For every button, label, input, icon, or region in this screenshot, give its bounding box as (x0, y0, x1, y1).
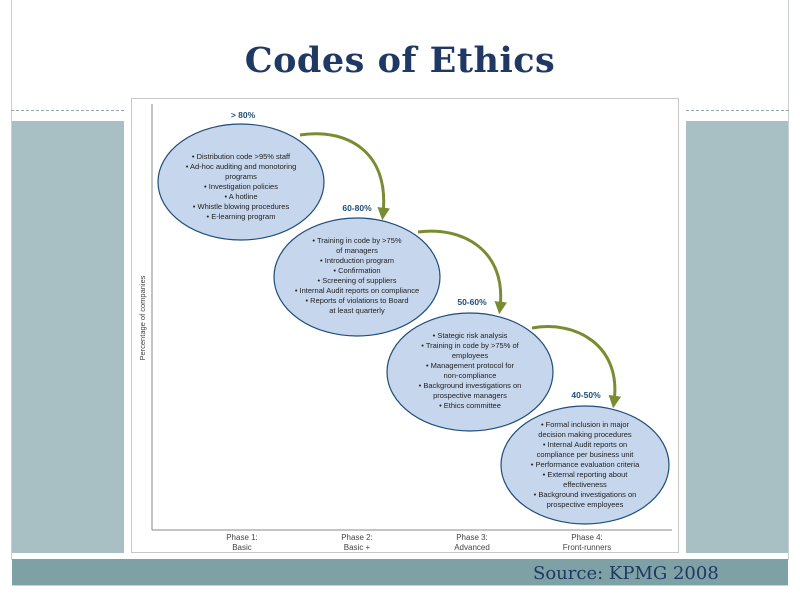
stage-2-percent: 60-80% (342, 203, 372, 213)
y-axis-label: Percentage of companies (138, 275, 147, 360)
left-accent-band (12, 121, 124, 553)
stage-item: • Performance evaluation criteria (531, 460, 640, 469)
phase-4-title: Phase 4: (571, 533, 603, 542)
stage-item: • Ad-hoc auditing and monotoring (186, 162, 297, 171)
slide-title: Codes of Ethics (244, 40, 556, 81)
source-citation: Source: KPMG 2008 (533, 563, 719, 584)
stage-item: • External reporting about (543, 470, 629, 479)
stage-4-percent: 40-50% (571, 390, 601, 400)
stage-item: • Confirmation (333, 266, 380, 275)
phase-4-name: Front-runners (563, 543, 611, 552)
stage-item: • Background investigations on (419, 381, 522, 390)
footer-bar (12, 559, 788, 585)
phase-1-name: Basic (232, 543, 252, 552)
stage-item: prospective employees (547, 500, 624, 509)
stage-item: employees (452, 351, 489, 360)
phase-3-name: Advanced (454, 543, 490, 552)
stage-item: • Internal Audit reports on compliance (295, 286, 419, 295)
stage-item: • Stategic risk analysis (433, 331, 508, 340)
stage-4-ellipse (500, 405, 670, 525)
stage-item: • Training in code by >75% (312, 236, 401, 245)
stage-3-items: • Stategic risk analysis • Training in c… (419, 331, 522, 410)
stage-2-items: • Training in code by >75% of managers •… (295, 236, 419, 315)
stage-item: decision making procedures (538, 430, 632, 439)
stage-item: • Reports of violations to Board (305, 296, 408, 305)
stage-item: • Screening of suppliers (318, 276, 397, 285)
stage-item: • Introduction program (320, 256, 394, 265)
stage-3-ellipse (386, 312, 554, 432)
stage-1-ellipse (157, 123, 325, 241)
diagram-panel-border (131, 98, 679, 553)
progression-arrow-1 (299, 132, 390, 221)
stage-item: at least quarterly (329, 306, 385, 315)
stage-item: non-compliance (444, 371, 497, 380)
stage-4-items: • Formal inclusion in major decision mak… (531, 420, 640, 509)
phase-2-name: Basic + (344, 543, 371, 552)
phase-1-title: Phase 1: (226, 533, 258, 542)
stage-item: • Distribution code >95% staff (192, 152, 291, 161)
stage-item: effectiveness (563, 480, 607, 489)
stage-item: • Formal inclusion in major (541, 420, 630, 429)
stage-item: • Background investigations on (534, 490, 637, 499)
stage-2-ellipse (273, 217, 441, 337)
stage-1-items: • Distribution code >95% staff • Ad-hoc … (186, 152, 297, 221)
stage-item: • Internal Audit reports on (543, 440, 627, 449)
progression-arrow-3 (531, 325, 622, 409)
phase-labels: Phase 1: Basic Phase 2: Basic + Phase 3:… (226, 533, 611, 552)
stage-item: • Ethics committee (439, 401, 501, 410)
stage-item: • Training in code by >75% of (421, 341, 519, 350)
stage-item: programs (225, 172, 257, 181)
stage-3-percent: 50-60% (457, 297, 487, 307)
stage-1-percent: > 80% (231, 110, 256, 120)
stage-item: • Management protocol for (426, 361, 515, 370)
progression-arrow-2 (417, 229, 508, 315)
phase-2-title: Phase 2: (341, 533, 373, 542)
stage-item: • Investigation policies (204, 182, 278, 191)
stage-item: prospective managers (433, 391, 507, 400)
right-accent-band (686, 121, 788, 553)
stage-item: of managers (336, 246, 378, 255)
footer-edge (12, 585, 788, 586)
stage-item: • Whistle blowing procedures (193, 202, 290, 211)
stage-item: • A hotline (224, 192, 257, 201)
stage-item: • E-learning program (207, 212, 276, 221)
stage-item: compliance per business unit (537, 450, 635, 459)
phase-3-title: Phase 3: (456, 533, 488, 542)
